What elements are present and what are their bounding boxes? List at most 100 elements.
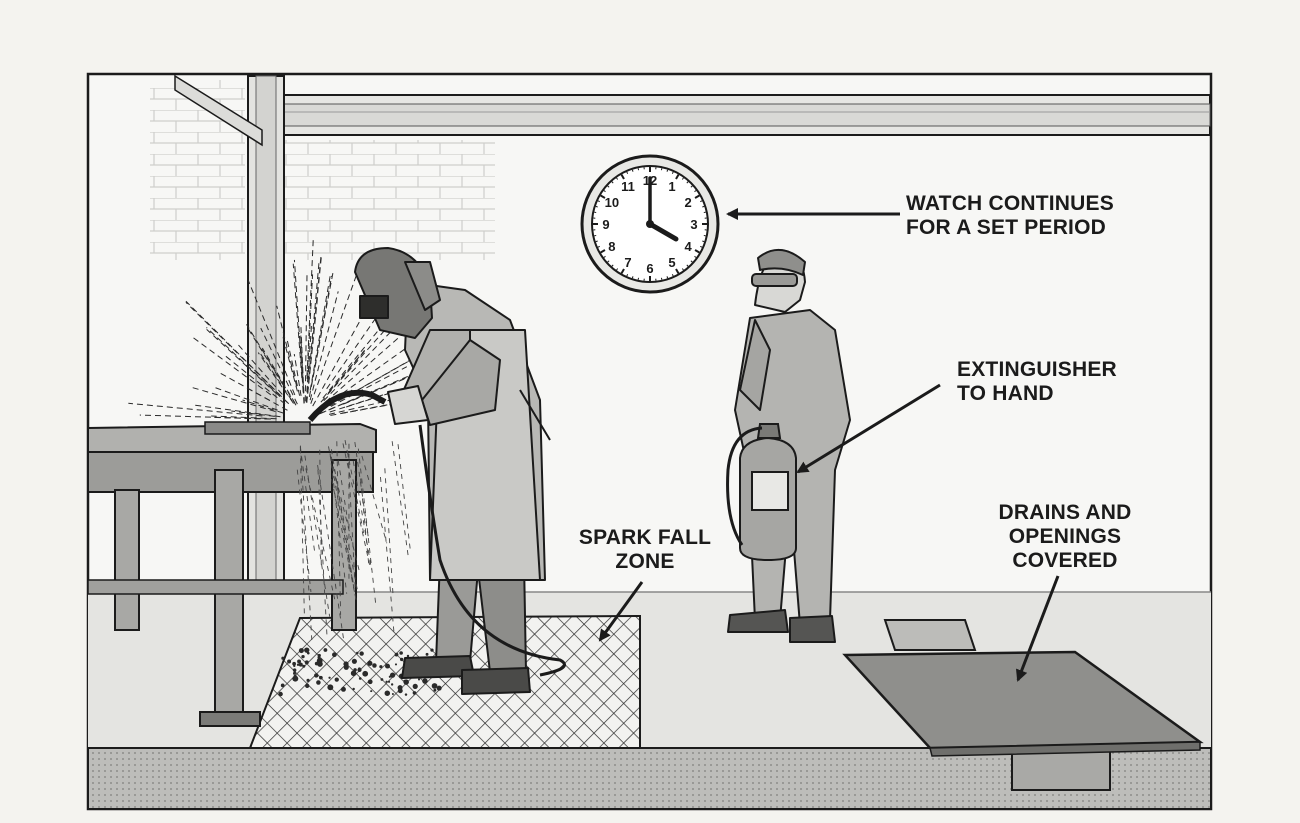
clock-numeral: 5 [668, 255, 675, 270]
clock-numeral: 3 [690, 217, 697, 232]
label-spark-zone: SPARK FALL ZONE [575, 526, 715, 574]
clock-numeral: 9 [602, 217, 609, 232]
spark-line [293, 353, 302, 396]
spark-debris [341, 686, 346, 692]
clock-tick [626, 171, 629, 174]
falling-spark [305, 468, 336, 600]
spark-line [190, 335, 272, 396]
falling-spark [337, 460, 349, 524]
spark-debris [412, 683, 418, 689]
clock-tick [675, 268, 680, 274]
clock-tick [597, 245, 600, 248]
spark-line [192, 387, 276, 412]
label-spark-zone-line1: SPARK FALL [578, 526, 712, 549]
welder [307, 247, 566, 695]
spark-debris [390, 683, 394, 686]
spark-line [211, 415, 277, 420]
arrow-drains [1015, 575, 1060, 682]
spark-line [206, 327, 281, 397]
falling-spark [296, 469, 312, 592]
spark-debris [304, 647, 310, 653]
clock-tick [700, 200, 703, 203]
falling-spark [336, 441, 342, 615]
clock-numeral: 10 [605, 195, 619, 210]
spark-line [276, 305, 298, 387]
clock-tick [611, 264, 614, 267]
spark-debris [306, 678, 310, 682]
spark-line [325, 334, 402, 403]
spark-line [215, 387, 278, 411]
falling-spark [357, 448, 377, 606]
spark-debris [385, 680, 388, 683]
spark-line [247, 280, 296, 396]
spark-line [235, 342, 283, 395]
spark-debris [298, 648, 304, 654]
spark-debris [327, 684, 334, 691]
spark-line [192, 404, 281, 418]
spark-debris [367, 679, 373, 685]
spark-line [306, 274, 314, 379]
clock-numeral: 4 [684, 239, 692, 254]
clock-tick [681, 177, 684, 180]
falling-spark [342, 443, 371, 565]
clock-tick [611, 181, 614, 184]
spark-line [292, 263, 303, 378]
falling-spark [328, 446, 357, 601]
spark-debris [370, 690, 373, 693]
clock-numeral: 2 [684, 195, 691, 210]
spark-debris [306, 651, 310, 655]
falling-spark [352, 461, 373, 571]
spark-debris [417, 678, 421, 681]
spark-line [319, 374, 411, 415]
spark-debris [430, 648, 434, 652]
spark-line [306, 322, 313, 392]
clock-tick [681, 268, 684, 271]
spark-debris [301, 654, 305, 659]
spark-line [261, 347, 296, 404]
clock-tick [694, 194, 700, 199]
clock-tick [690, 185, 693, 188]
spark-debris [304, 660, 309, 665]
spark-debris [305, 683, 310, 688]
wall-clock: 121234567891011 [580, 154, 720, 294]
falling-spark [330, 456, 359, 594]
spark-debris [343, 664, 349, 670]
clock-tick [694, 255, 697, 258]
spark-debris [280, 683, 285, 688]
clock-tick [597, 200, 600, 203]
spark-line [128, 402, 263, 417]
clock-tick [620, 268, 625, 274]
clock-tick [607, 260, 610, 263]
spark-debris [406, 654, 410, 658]
spark-line [257, 352, 294, 404]
spark-debris [367, 660, 373, 666]
spark-debris [384, 690, 391, 696]
spark-debris [404, 693, 408, 696]
spark-debris [323, 648, 328, 652]
spark-debris [403, 679, 409, 685]
spark-debris [278, 691, 283, 697]
spark-debris [380, 678, 384, 681]
clock-tick [620, 174, 625, 180]
clock-tick [690, 260, 693, 263]
label-extinguisher-line2: TO HAND [957, 382, 1054, 405]
arrow-spark-zone [598, 581, 644, 642]
clock-tick [600, 194, 606, 199]
spark-debris [316, 680, 321, 685]
spark-debris [399, 657, 404, 662]
spark-debris [314, 673, 319, 678]
steel-beam [279, 94, 1211, 136]
falling-spark [384, 468, 394, 597]
label-extinguisher: EXTINGUISHER TO HAND [957, 358, 1117, 406]
clock-numeral: 1 [668, 179, 675, 194]
falling-spark [317, 465, 345, 644]
label-drains: DRAINS AND OPENINGS COVERED [985, 501, 1145, 573]
spark-debris [287, 659, 292, 664]
clock-numeral: 7 [624, 255, 631, 270]
spark-line [304, 274, 308, 402]
clock-tick [600, 249, 606, 254]
spark-debris [379, 665, 383, 669]
spark-line [248, 329, 284, 386]
spark-debris [298, 662, 303, 667]
spark-line [242, 399, 284, 414]
